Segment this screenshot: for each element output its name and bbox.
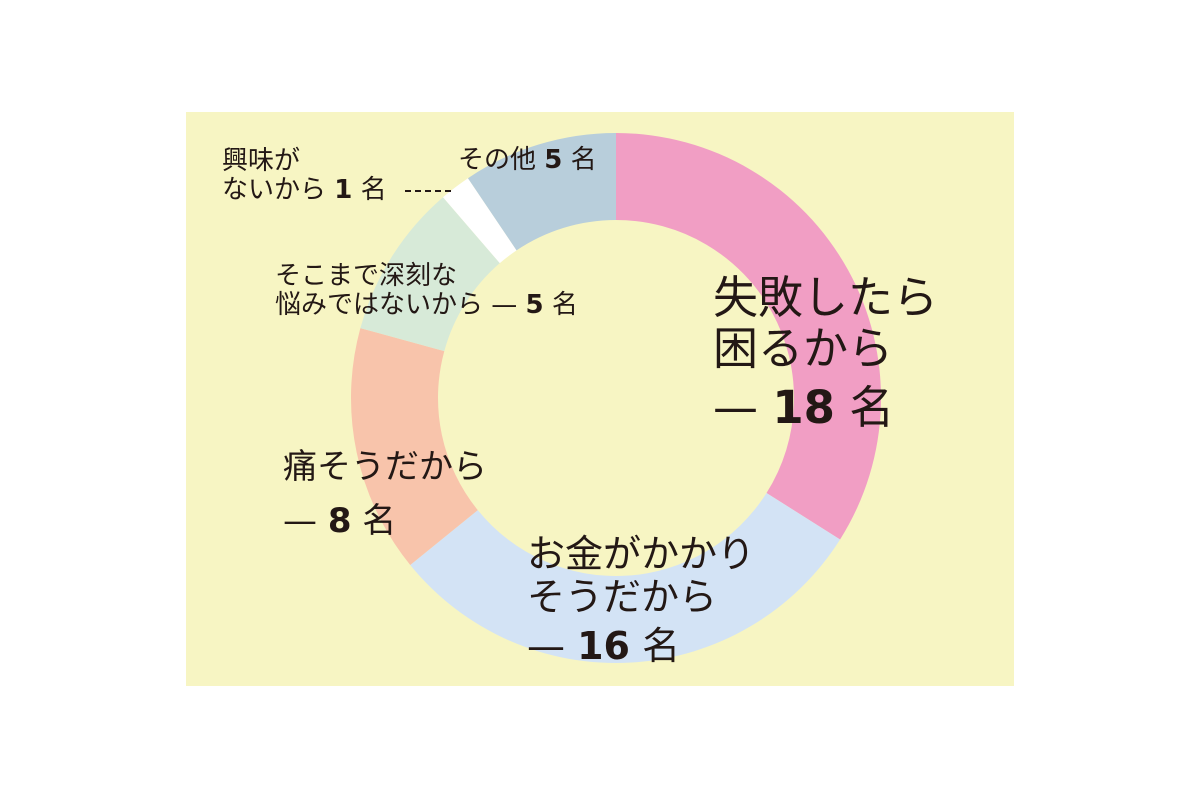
donut-slice-4 bbox=[443, 178, 517, 264]
label-pain: 痛そうだから — 8 名 bbox=[283, 448, 487, 541]
donut-slice-3 bbox=[360, 197, 500, 352]
label-other-line-1: その他 bbox=[458, 145, 537, 175]
value-cost: 16 bbox=[577, 623, 630, 668]
unit-other: 名 bbox=[570, 145, 597, 175]
value-failure: 18 bbox=[772, 380, 835, 434]
donut-slice-2 bbox=[351, 328, 478, 565]
unit-cost: 名 bbox=[642, 623, 681, 668]
label-failure-line-2: 困るから bbox=[713, 321, 894, 375]
unit-pain: 名 bbox=[362, 501, 397, 542]
label-cost: お金がかかり そうだから — 16 名 bbox=[527, 533, 755, 668]
unit-failure: 名 bbox=[849, 380, 895, 434]
unit-not-serious: 名 bbox=[551, 290, 578, 321]
label-pain-line-1: 痛そうだから bbox=[283, 447, 487, 487]
label-failure: 失敗したら 困るから — 18 名 bbox=[713, 271, 939, 434]
leader-line-no-interest bbox=[404, 189, 451, 192]
label-cost-line-2: そうだから bbox=[527, 574, 718, 619]
label-not-serious-line-2: 悩みではないから bbox=[275, 290, 484, 321]
unit-no-interest: 名 bbox=[360, 175, 387, 206]
label-no-interest: 興味が ないから 1 名 bbox=[222, 146, 451, 206]
label-no-interest-line-2: ないから bbox=[222, 175, 327, 206]
label-failure-line-1: 失敗したら bbox=[713, 271, 939, 324]
label-not-serious-dash: — bbox=[491, 290, 518, 321]
donut-slice-1 bbox=[410, 493, 841, 663]
value-other: 5 bbox=[544, 145, 563, 175]
label-cost-dash: — bbox=[527, 623, 565, 668]
value-no-interest: 1 bbox=[334, 175, 353, 206]
value-not-serious: 5 bbox=[525, 290, 544, 321]
label-other: その他 5 名 bbox=[458, 145, 597, 175]
label-not-serious-line-1: そこまで深刻な bbox=[275, 261, 458, 291]
donut-slice-0 bbox=[616, 133, 881, 540]
label-not-serious: そこまで深刻な 悩みではないから — 5 名 bbox=[275, 261, 578, 321]
label-no-interest-line-1: 興味が bbox=[222, 146, 301, 176]
label-cost-line-1: お金がかかり bbox=[527, 532, 756, 576]
label-failure-dash: — bbox=[713, 380, 758, 434]
value-pain: 8 bbox=[327, 501, 352, 542]
donut-slice-5 bbox=[467, 133, 616, 251]
label-pain-dash: — bbox=[283, 501, 317, 542]
